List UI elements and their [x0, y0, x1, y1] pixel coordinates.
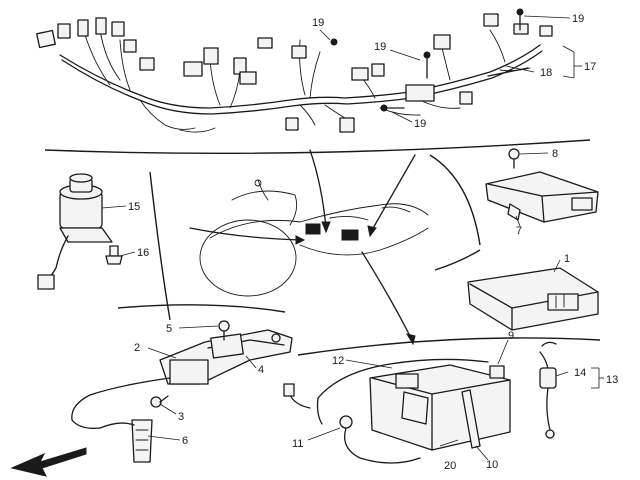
callout-19-lower: 19: [414, 118, 426, 130]
callout-12: 12: [332, 355, 344, 367]
callout-8: 8: [552, 148, 558, 160]
callout-16: 16: [137, 247, 149, 259]
callout-19-middle: 19: [374, 41, 386, 53]
callout-11: 11: [292, 438, 303, 450]
callout-14: 14: [574, 367, 586, 379]
coil-bolts: [150, 320, 230, 408]
callout-20: 20: [444, 460, 456, 472]
region-dividers: [44, 139, 601, 356]
arrow-icon: [10, 447, 87, 477]
callout-4: 4: [258, 364, 264, 376]
battery-band: [461, 389, 481, 449]
ignition-bolt: [105, 245, 123, 265]
wire-harness: [59, 29, 543, 133]
callout-13: 13: [606, 374, 618, 386]
fuse-holder: [539, 341, 557, 439]
battery-cables: [283, 358, 489, 464]
frame-silhouette: [199, 179, 429, 297]
pointer-lines: [189, 149, 416, 346]
ignition-switch: [37, 173, 113, 290]
leader-lines: [101, 15, 604, 461]
harness-bolts: [330, 8, 529, 112]
callout-7: 7: [516, 225, 522, 237]
cdi-unit: [467, 267, 599, 331]
regulator-bolt: [508, 148, 520, 169]
voltage-regulator: [485, 171, 599, 223]
callout-3: 3: [178, 411, 184, 423]
ignition-coil: [159, 329, 293, 385]
callout-17: 17: [584, 61, 596, 73]
callout-19-top-right: 19: [572, 13, 584, 25]
callout-15: 15: [128, 201, 140, 213]
callout-9: 9: [508, 330, 514, 342]
callout-1: 1: [564, 253, 570, 265]
battery: [369, 364, 511, 451]
callout-2: 2: [134, 342, 140, 354]
callout-18: 18: [540, 67, 552, 79]
callout-19-top-center: 19: [312, 17, 324, 29]
callout-labels: 1 2 3 4 5 6 7 8 9 10 11 12 13 14 15 16 1…: [128, 13, 618, 472]
callout-5: 5: [166, 323, 172, 335]
harness-connectors: [36, 13, 553, 133]
callout-10: 10: [486, 459, 498, 471]
spark-plug-lead: [71, 377, 171, 463]
callout-6: 6: [182, 435, 188, 447]
